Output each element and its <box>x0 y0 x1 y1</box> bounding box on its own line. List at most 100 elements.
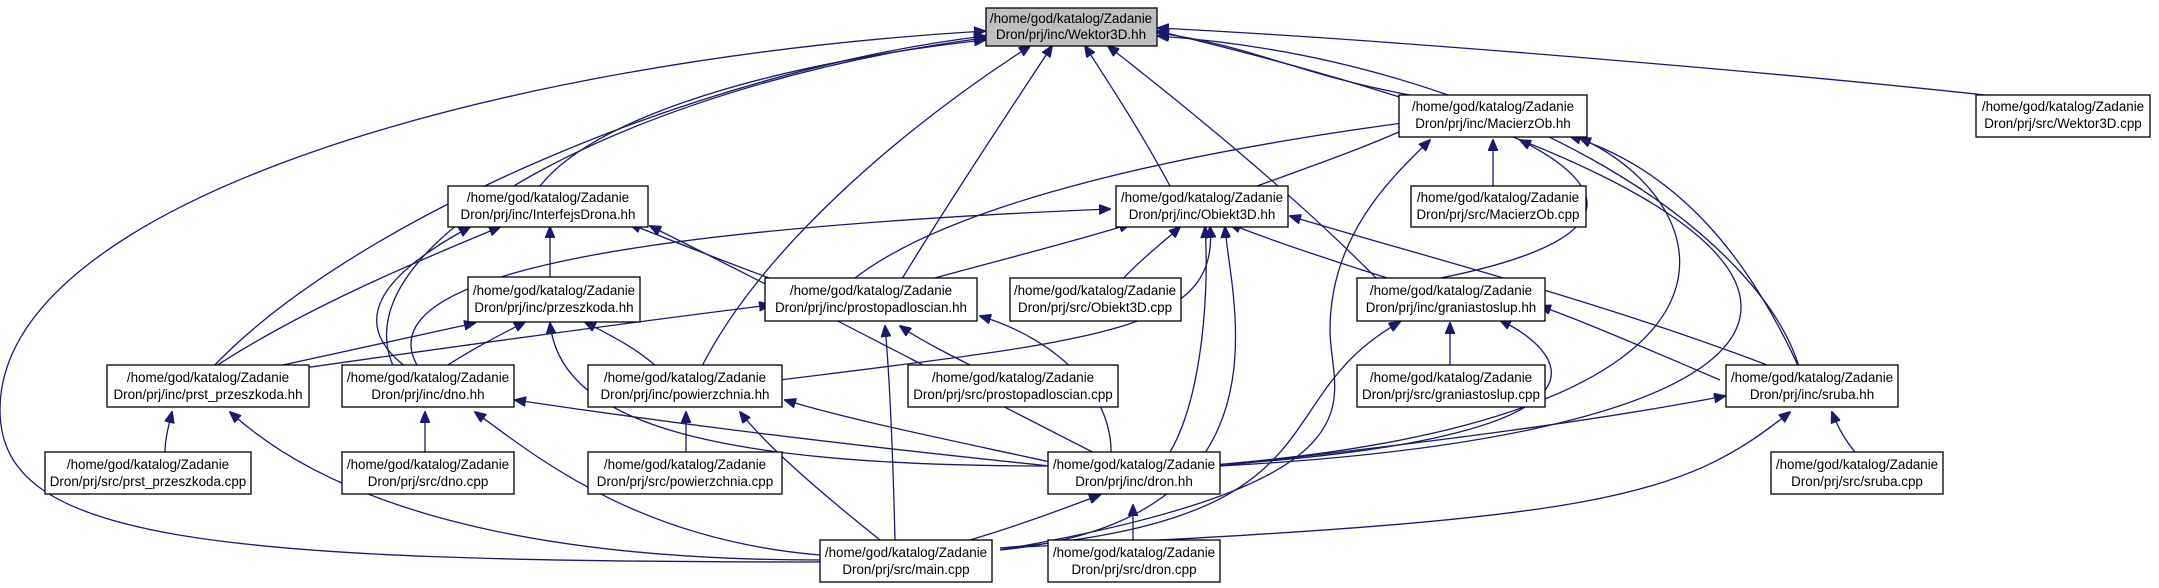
node-label-line2: Dron/prj/src/Wektor3D.cpp <box>1984 116 2142 131</box>
edge-main-to-prostopad <box>885 326 896 541</box>
edge-granias-to-wektor3d <box>1108 46 1381 283</box>
node-dron-hh[interactable]: /home/god/katalog/Zadanie Dron/prj/inc/d… <box>1047 451 1221 495</box>
node-sruba-cpp[interactable]: /home/god/katalog/Zadanie Dron/prj/src/s… <box>1770 451 1944 495</box>
edge-prostopad-to-obiekt3d <box>919 224 1130 283</box>
node-label-line1: /home/god/katalog/Zadanie <box>467 190 629 205</box>
node-label-line1: /home/god/katalog/Zadanie <box>473 283 635 298</box>
node-przeszkoda-hh[interactable]: /home/god/katalog/Zadanie Dron/prj/inc/p… <box>467 276 641 323</box>
edge-prstprzcpp-to-prstprz <box>164 412 172 453</box>
node-interfejs-hh[interactable]: /home/god/katalog/Zadanie Dron/prj/inc/I… <box>447 185 649 228</box>
edge-prstprz-to-interfejs <box>209 227 500 371</box>
edge-dron-to-powierz <box>785 400 1051 463</box>
edge-dron-to-dno <box>515 400 1051 467</box>
edge-prstprz-to-prostopad <box>289 305 770 371</box>
edge-powierz-to-przeszkoda <box>585 322 661 371</box>
node-label-line1: /home/god/katalog/Zadanie <box>1370 370 1532 385</box>
node-label-line1: /home/god/katalog/Zadanie <box>1417 190 1579 205</box>
edge-macierzob-to-wektor3d <box>1158 33 1411 96</box>
node-prst-przeszkoda-hh[interactable]: /home/god/katalog/Zadanie Dron/prj/inc/p… <box>106 364 310 408</box>
node-dno-hh[interactable]: /home/god/katalog/Zadanie Dron/prj/inc/d… <box>341 364 515 408</box>
node-graniastoslup-cpp[interactable]: /home/god/katalog/Zadanie Dron/prj/src/g… <box>1356 364 1546 408</box>
node-label-line2: Dron/prj/inc/dno.hh <box>371 387 484 402</box>
node-obiekt3d-hh[interactable]: /home/god/katalog/Zadanie Dron/prj/inc/O… <box>1115 185 1289 228</box>
edge-sruba-to-macierzob <box>1570 136 1801 371</box>
node-label-line1: /home/god/katalog/Zadanie <box>790 283 952 298</box>
node-label-line1: /home/god/katalog/Zadanie <box>1731 370 1893 385</box>
node-prostopadloscian-hh[interactable]: /home/god/katalog/Zadanie Dron/prj/inc/p… <box>764 277 978 322</box>
node-label-line1: /home/god/katalog/Zadanie <box>1053 545 1215 560</box>
node-label-line2: Dron/prj/src/Obiekt3D.cpp <box>1018 300 1172 315</box>
edge-prstprz-to-przeszkoda <box>259 323 475 371</box>
node-label-line1: /home/god/katalog/Zadanie <box>347 457 509 472</box>
node-dron-cpp[interactable]: /home/god/katalog/Zadanie Dron/prj/src/d… <box>1047 539 1221 583</box>
node-label-line2: Dron/prj/inc/powierzchnia.hh <box>601 387 770 402</box>
node-powierzchnia-cpp[interactable]: /home/god/katalog/Zadanie Dron/prj/src/p… <box>587 451 783 495</box>
edge-prstprz-to-wektor3d <box>209 36 985 371</box>
node-powierzchnia-hh[interactable]: /home/god/katalog/Zadanie Dron/prj/inc/p… <box>587 364 783 408</box>
node-label-line2: Dron/prj/src/graniastoslup.cpp <box>1362 387 1540 402</box>
edge-prostopad-to-macierzob <box>849 122 1410 283</box>
edge-dno-to-interfejs <box>376 227 470 371</box>
edge-wektor3dcpp-to-wektor3d <box>1158 28 1986 96</box>
edge-granias-to-obiekt3d <box>1230 224 1401 283</box>
node-prst-przeszkoda-cpp[interactable]: /home/god/katalog/Zadanie Dron/prj/src/p… <box>44 451 252 495</box>
node-macierzob-hh[interactable]: /home/god/katalog/Zadanie Dron/prj/inc/M… <box>1398 94 1588 138</box>
edge-obiekt3d-to-wektor3d <box>1085 46 1171 187</box>
node-label-line1: /home/god/katalog/Zadanie <box>67 457 229 472</box>
node-label-line2: Dron/prj/src/MacierzOb.cpp <box>1417 207 1580 222</box>
node-label-line1: /home/god/katalog/Zadanie <box>1982 99 2144 114</box>
node-label-line1: /home/god/katalog/Zadanie <box>604 370 766 385</box>
edge-dno-to-wektor3d <box>386 38 985 371</box>
edge-main-to-granias <box>999 322 1400 549</box>
node-label-line2: Dron/prj/src/dno.cpp <box>368 474 489 489</box>
edge-main-to-sruba <box>999 412 1790 549</box>
node-label-line1: /home/god/katalog/Zadanie <box>604 457 766 472</box>
edge-dron-to-sruba <box>1219 396 1725 467</box>
node-label-line1: /home/god/katalog/Zadanie <box>1370 283 1532 298</box>
node-graniastoslup-hh[interactable]: /home/god/katalog/Zadanie Dron/prj/inc/g… <box>1356 277 1546 322</box>
edge-prostopad-to-wektor3d <box>899 46 1052 283</box>
edge-sruba-to-wektor3d <box>1158 36 1801 371</box>
node-label-line2: Dron/prj/inc/graniastoslup.hh <box>1366 300 1536 315</box>
node-macierzob-cpp[interactable]: /home/god/katalog/Zadanie Dron/prj/src/M… <box>1410 185 1587 228</box>
node-label-line1: /home/god/katalog/Zadanie <box>127 370 289 385</box>
edge-dron-to-interfejs <box>650 226 1121 467</box>
node-wektor3d-cpp[interactable]: /home/god/katalog/Zadanie Dron/prj/src/W… <box>1975 94 2151 138</box>
node-label-line2: Dron/prj/inc/dron.hh <box>1075 474 1193 489</box>
node-label-line2: Dron/prj/src/dron.cpp <box>1071 562 1196 577</box>
edge-main-to-powierz <box>740 412 881 541</box>
node-dno-cpp[interactable]: /home/god/katalog/Zadanie Dron/prj/src/d… <box>341 451 515 495</box>
nodes: /home/god/katalog/Zadanie Dron/prj/inc/W… <box>44 7 2151 583</box>
node-label-line1: /home/god/katalog/Zadanie <box>1412 99 1574 114</box>
edge-interfejs-to-wektor3d <box>539 40 985 187</box>
edge-powierz-to-wektor3d <box>699 46 1030 371</box>
edge-main-to-prstprz <box>230 412 821 561</box>
node-label-line1: /home/god/katalog/Zadanie <box>825 545 987 560</box>
edge-dron-to-przeszkoda <box>550 323 1051 467</box>
node-label-line1: /home/god/katalog/Zadanie <box>932 370 1094 385</box>
edge-main-to-obiekt3d <box>999 227 1237 551</box>
node-label-line2: Dron/prj/inc/InterfejsDrona.hh <box>461 207 636 222</box>
edge-srubacpp-to-sruba <box>1832 412 1856 453</box>
node-label-line2: Dron/prj/inc/MacierzOb.hh <box>1415 116 1571 131</box>
node-label-line2: Dron/prj/src/main.cpp <box>842 562 969 577</box>
node-wektor3d-hh[interactable]: /home/god/katalog/Zadanie Dron/prj/inc/W… <box>985 7 1158 47</box>
node-main-cpp[interactable]: /home/god/katalog/Zadanie Dron/prj/src/m… <box>819 539 993 583</box>
node-sruba-hh[interactable]: /home/god/katalog/Zadanie Dron/prj/inc/s… <box>1725 364 1899 408</box>
edge-sruba-to-granias <box>1540 306 1721 381</box>
edge-main-to-dno <box>475 412 821 556</box>
edge-main-to-wektor3d <box>0 31 985 563</box>
edge-dno-to-przeszkoda <box>439 322 525 371</box>
node-label-line2: Dron/prj/src/prst_przeszkoda.cpp <box>50 474 246 489</box>
node-label-line2: Dron/prj/inc/sruba.hh <box>1750 387 1874 402</box>
node-obiekt3d-cpp[interactable]: /home/god/katalog/Zadanie Dron/prj/src/O… <box>1009 277 1182 322</box>
node-label-line2: Dron/prj/src/powierzchnia.cpp <box>597 474 773 489</box>
edge-dron-to-macierzob <box>1199 138 1681 467</box>
node-prostopadloscian-cpp[interactable]: /home/god/katalog/Zadanie Dron/prj/src/p… <box>907 364 1119 408</box>
node-label-line2: Dron/prj/src/prostopadloscian.cpp <box>913 387 1112 402</box>
edge-main-to-dron <box>969 495 1100 541</box>
node-label-line1: /home/god/katalog/Zadanie <box>1053 457 1215 472</box>
edge-obiekt3dcpp-to-obiekt3d <box>1119 227 1180 283</box>
node-label-line2: Dron/prj/inc/Obiekt3D.hh <box>1129 207 1276 222</box>
